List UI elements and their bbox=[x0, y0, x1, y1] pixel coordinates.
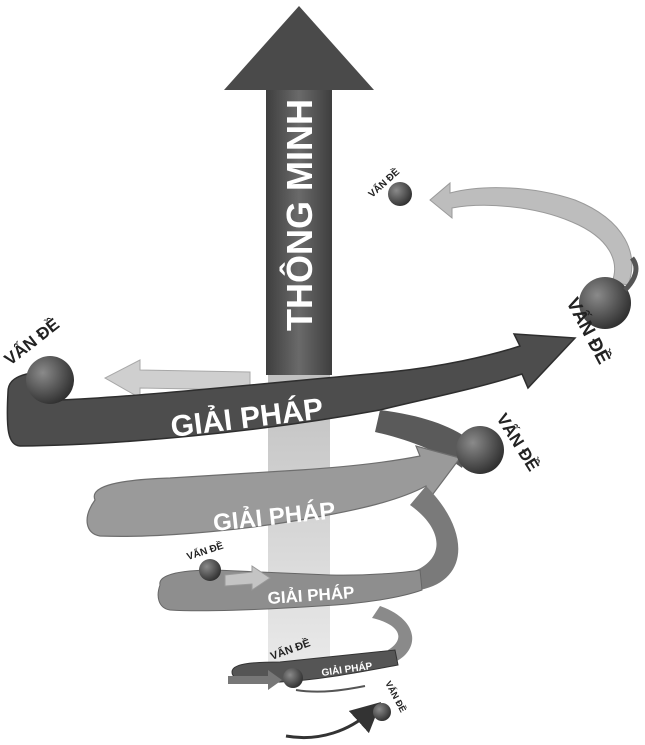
problem-ball-tiny bbox=[373, 703, 391, 721]
problem-ball-top bbox=[388, 182, 412, 206]
top-return-ribbon bbox=[430, 183, 632, 285]
problem-ball-small bbox=[199, 559, 221, 581]
solution-ribbon-3: GIẢI PHÁP bbox=[158, 570, 422, 611]
vertical-arrow-head bbox=[224, 6, 374, 90]
problem-ball-mid-right bbox=[456, 426, 504, 474]
intelligence-label: THÔNG MINH bbox=[278, 99, 320, 331]
tiny-swirl bbox=[286, 686, 370, 738]
problem-ball-left bbox=[26, 356, 74, 404]
problem-label-small: VẤN ĐỀ bbox=[185, 539, 225, 563]
problem-ball-bottom bbox=[283, 668, 303, 688]
